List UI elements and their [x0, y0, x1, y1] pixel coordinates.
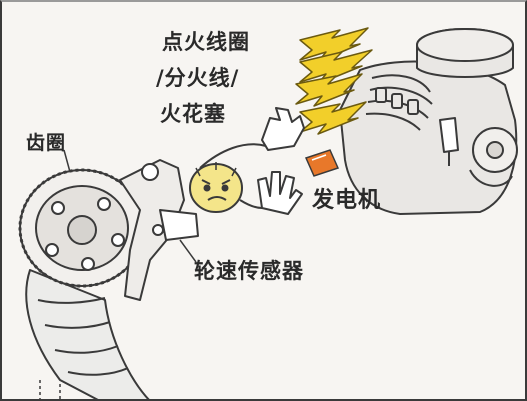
stop-hand: [257, 171, 303, 215]
lightning-bolts: [295, 27, 373, 135]
wheel-sensor-body: [159, 209, 199, 241]
sensor-character: [189, 107, 305, 215]
label-spark-plug: 火花塞: [160, 102, 226, 126]
wheel-hub-drawing: [18, 159, 199, 401]
lightning-bolt-1: [299, 27, 369, 63]
label-alternator: 发电机: [312, 188, 382, 213]
label-ignition-coil: 点火线圈: [162, 30, 250, 54]
label-wheel-speed-sensor: 轮速传感器: [194, 259, 304, 283]
ring-gear-pointer: [63, 149, 71, 173]
label-distributor-wire: /分火线/: [156, 66, 240, 90]
lightning-bolt-2: [299, 49, 373, 85]
alternator-drawing: [304, 149, 340, 177]
lightning-bolt-3: [295, 73, 363, 107]
label-ring-gear: 齿圈: [26, 132, 67, 154]
engine-drawing: [339, 28, 518, 215]
raised-hand: [261, 107, 305, 151]
